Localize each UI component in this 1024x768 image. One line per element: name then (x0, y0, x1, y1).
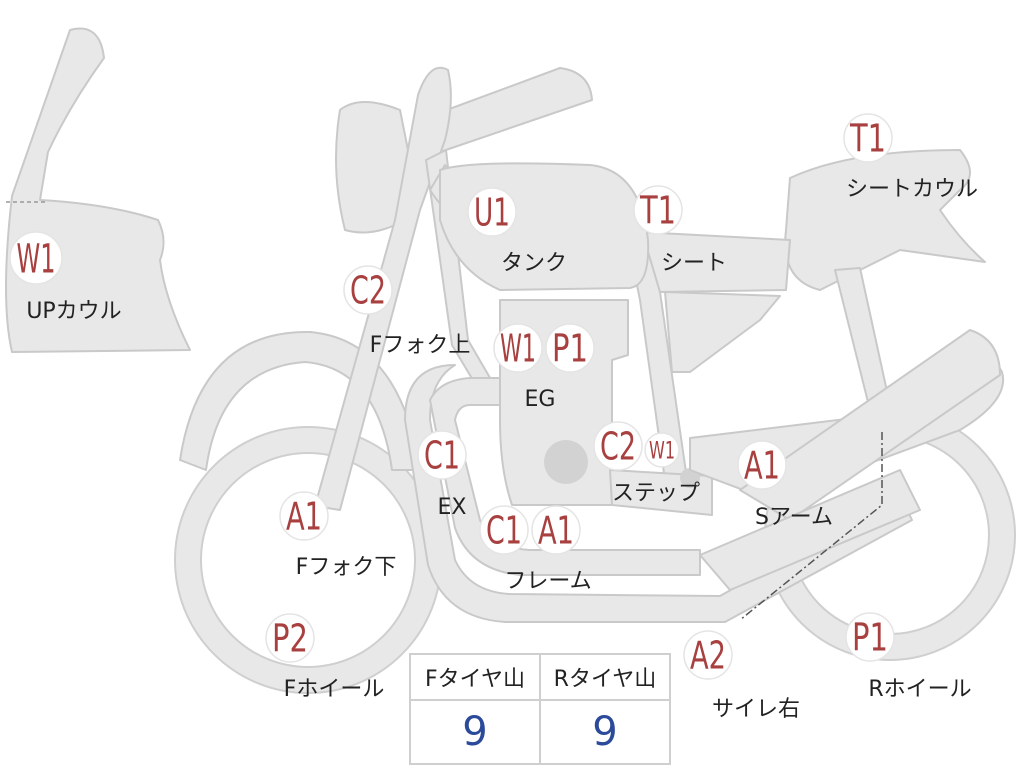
front-tread-header: Fタイヤ山 (409, 653, 541, 701)
step-badge-1 (593, 421, 643, 471)
silencer-shape (739, 329, 1001, 521)
r-wheel-badge-1 (845, 612, 895, 662)
seat-label: シート (661, 251, 727, 276)
silencer-body-shape (699, 469, 921, 591)
step-badge-2 (644, 432, 680, 468)
tank-code-1: U1 (474, 191, 510, 235)
step-peg (680, 468, 700, 488)
up-cowl-label: UPカウル (26, 299, 121, 324)
front-tread-value: 9 (409, 699, 541, 765)
rear-tread-header: Rタイヤ山 (539, 653, 671, 701)
swing-arm-badge-1 (737, 440, 787, 490)
tank-label: タンク (501, 251, 567, 276)
seat-code-1: T1 (639, 189, 676, 233)
silencer-leader-line (739, 432, 883, 621)
f-fork-upper-badge-1 (343, 265, 393, 315)
f-wheel-label: Fホイール (284, 677, 385, 702)
silencer-right-badge-1 (683, 630, 733, 680)
seat-cowl-badge-1 (843, 113, 893, 163)
frame-badge-2 (531, 505, 581, 555)
engine-code-2: P1 (552, 327, 588, 371)
exhaust-label: EX (438, 495, 467, 520)
engine-code-1: W1 (500, 327, 536, 371)
up-cowl-code-1: W1 (17, 236, 56, 282)
f-fork-upper-label: Fフォク上 (370, 333, 471, 358)
rear-tread-value: 9 (539, 699, 671, 765)
f-wheel-code-1: P2 (272, 617, 308, 661)
swing-arm-label: Sアーム (755, 505, 833, 530)
silencer-right-label: サイレ右 (712, 697, 800, 722)
seat-cowl-shape (784, 149, 986, 291)
engine-label: EG (525, 387, 556, 412)
side-cover-shape (664, 291, 781, 373)
exhaust-badge-1 (417, 430, 467, 480)
silencer-right-code-1: A2 (690, 634, 726, 678)
swing-arm-code-1: A1 (744, 444, 780, 488)
frame-cradle-shape (404, 364, 913, 623)
r-wheel-code-1: P1 (852, 616, 888, 660)
engine-badge-1 (493, 323, 543, 373)
up-cowl-badge-1 (9, 231, 63, 285)
seat-badge-1 (633, 185, 683, 235)
step-code-2: W1 (649, 437, 675, 465)
f-fork-upper-code-1: C2 (350, 269, 386, 313)
engine-cover (544, 440, 588, 484)
f-wheel-badge-1 (265, 613, 315, 663)
frame-code-2: A1 (538, 509, 574, 553)
f-fork-lower-label: Fフォク下 (296, 555, 397, 580)
tank-badge-1 (467, 187, 517, 237)
f-fork-lower-badge-1 (279, 491, 329, 541)
frame-code-1: C1 (486, 509, 522, 553)
tire-tread-table: Fタイヤ山 Rタイヤ山 9 9 (409, 653, 671, 765)
exhaust-code-1: C1 (424, 434, 460, 478)
engine-badge-2 (545, 323, 595, 373)
step-label: ステップ (612, 481, 700, 506)
seat-cowl-label: シートカウル (846, 177, 978, 202)
frame-label: フレーム (504, 569, 591, 594)
rear-subframe-shape (834, 267, 891, 411)
r-wheel-label: Rホイール (868, 677, 971, 702)
frame-badge-1 (479, 505, 529, 555)
step-code-1: C2 (600, 425, 636, 469)
f-fork-lower-code-1: A1 (286, 495, 322, 539)
seat-cowl-code-1: T1 (849, 117, 886, 161)
handlebar-shape (424, 67, 593, 153)
